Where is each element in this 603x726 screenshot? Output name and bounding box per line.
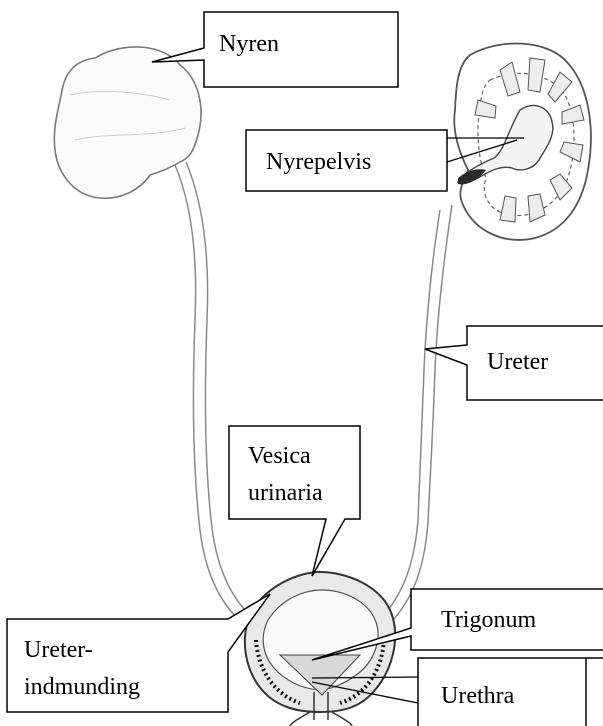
label-ureter-indmunding-line2: indmunding bbox=[24, 674, 140, 700]
label-vesica-line1: Vesica bbox=[248, 443, 311, 469]
label-ureter-indmunding-line1: Ureter- bbox=[24, 637, 93, 663]
right-ureter-inner bbox=[382, 205, 452, 632]
label-vesica-line2: urinaria bbox=[248, 480, 323, 506]
left-ureter-inner bbox=[186, 162, 256, 620]
callout-ureter: Ureter bbox=[425, 326, 603, 400]
label-ureter: Ureter bbox=[487, 349, 548, 375]
label-nyrepelvis: Nyrepelvis bbox=[266, 149, 371, 175]
left-ureter bbox=[175, 165, 248, 628]
label-nyren: Nyren bbox=[219, 31, 279, 57]
label-trigonum: Trigonum bbox=[441, 607, 536, 633]
label-urethra: Urethra bbox=[441, 683, 515, 709]
callout-vesica-urinaria: Vesica urinaria bbox=[229, 426, 360, 576]
right-ureter bbox=[375, 210, 440, 625]
